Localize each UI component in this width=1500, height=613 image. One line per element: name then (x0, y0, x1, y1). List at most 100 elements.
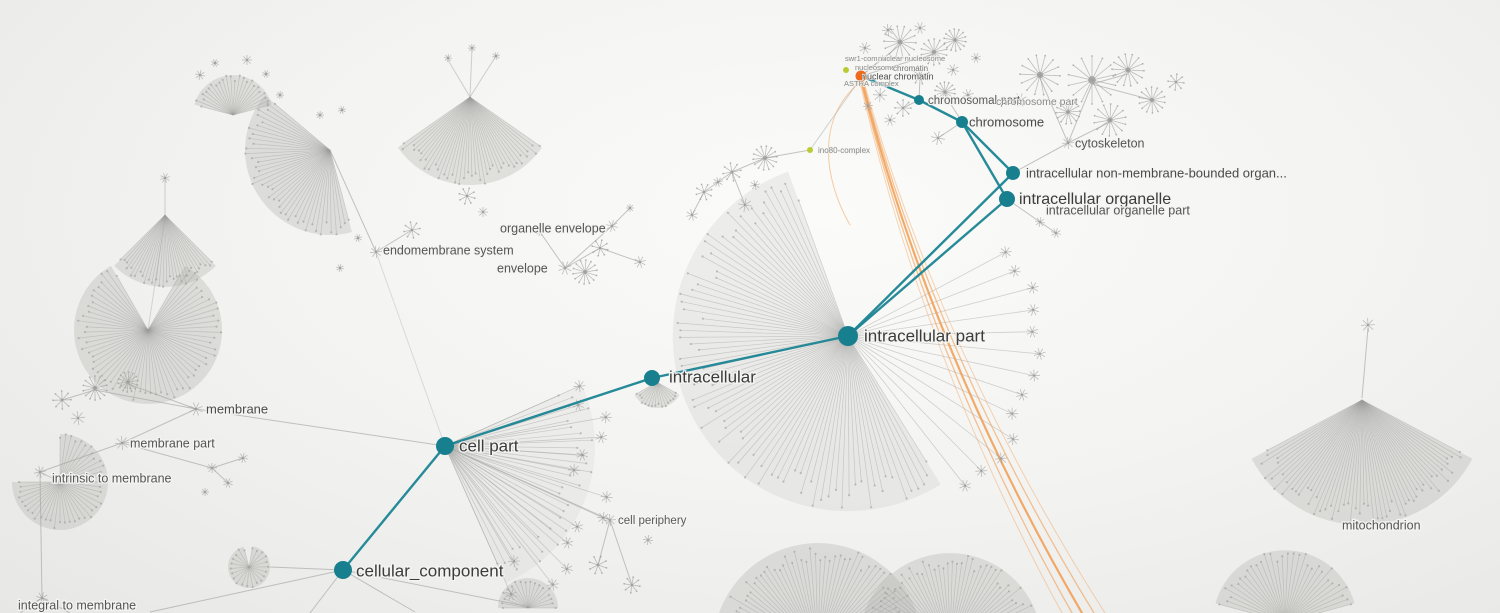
edge-layer (19, 44, 1369, 613)
burst-node (558, 261, 572, 275)
burst-node (642, 534, 654, 546)
burst-node (1138, 86, 1166, 114)
burst-node (1035, 217, 1045, 227)
burst-node (70, 410, 86, 426)
cluster-fan (228, 546, 271, 589)
burst-node (914, 22, 926, 34)
burst-node (947, 64, 959, 76)
burst-node (477, 206, 489, 218)
burst-node (1027, 304, 1040, 316)
burst-node (722, 162, 742, 182)
burst-node (603, 513, 617, 527)
label-nuclear-nucleosome: nuclear nucleosome (878, 54, 945, 63)
label-chromosomal-part: chromosomal part (928, 95, 1021, 107)
label-intracellular: intracellular (669, 367, 756, 386)
label-cell-part: cell part (459, 436, 519, 455)
burst-node (507, 555, 521, 568)
burst-node (600, 491, 613, 504)
burst-node (567, 464, 580, 477)
node-cellular-component[interactable] (334, 561, 352, 579)
label-intracellular-nmbo: intracellular non-membrane-bounded organ… (1026, 165, 1287, 180)
burst-node (1061, 136, 1075, 150)
burst-node (1167, 73, 1185, 91)
burst-node (195, 70, 205, 80)
label-cellular-component: cellular_component (356, 561, 504, 580)
burst-node (36, 592, 48, 604)
burst-node (597, 511, 610, 524)
cluster-fan (114, 214, 216, 288)
label-membrane-part: membrane part (130, 436, 215, 450)
burst-node (467, 43, 477, 53)
burst-node (443, 53, 453, 63)
burst-node (588, 555, 608, 575)
burst-node (211, 59, 219, 67)
burst-node (894, 99, 912, 117)
burst-node (315, 110, 325, 120)
node-chromosomal-part[interactable] (914, 95, 924, 105)
node-intracellular[interactable] (644, 370, 660, 386)
burst-node (1006, 407, 1019, 420)
burst-node (920, 38, 948, 66)
label-ino80-complex: ino80-complex (818, 146, 870, 155)
burst-node (573, 380, 586, 393)
burst-node (117, 371, 139, 393)
burst-node (931, 131, 945, 145)
burst-node (242, 55, 252, 65)
burst-node (713, 177, 723, 187)
label-intracellular-organelle-part: intracellular organelle part (1046, 203, 1190, 217)
burst-node (1360, 317, 1376, 333)
cluster-fan (863, 553, 1037, 613)
cluster-fan (719, 543, 917, 613)
burst-node (492, 52, 500, 60)
label-endomembrane-system: endomembrane system (383, 243, 514, 257)
burst-node (738, 198, 752, 212)
burst-node (82, 375, 108, 401)
cluster-fan (498, 578, 558, 610)
burst-node (369, 245, 383, 259)
burst-node (560, 562, 573, 575)
burst-node (561, 536, 574, 549)
burst-node (995, 452, 1008, 465)
burst-node (34, 466, 46, 478)
label-cytoskeleton: cytoskeleton (1075, 136, 1145, 150)
node-swr1-complex[interactable] (843, 67, 849, 73)
burst-node (599, 411, 612, 424)
burst-node (1093, 103, 1127, 137)
label-cell-periphery: cell periphery (618, 515, 687, 527)
node-intracellular-non-membrane-bounded-organelle[interactable] (1006, 166, 1020, 180)
node-cell-part[interactable] (436, 437, 454, 455)
node-ino80-complex[interactable] (807, 147, 813, 153)
label-integral-to-membrane: integral to membrane (18, 598, 136, 612)
burst-node (750, 180, 760, 190)
burst-node (160, 173, 170, 183)
burst-node (859, 42, 871, 54)
burst-node (458, 187, 476, 205)
burst-node (189, 402, 203, 416)
burst-node (934, 81, 956, 103)
node-chromosome[interactable] (956, 116, 968, 128)
burst-node (52, 390, 72, 410)
burst-node (883, 25, 917, 59)
label-membrane: membrane (206, 401, 268, 416)
burst-node (206, 462, 218, 474)
burst-node (623, 576, 641, 594)
burst-node (595, 431, 608, 444)
cluster-fan (1251, 399, 1473, 526)
burst-node (634, 256, 646, 268)
burst-node (336, 264, 344, 272)
burst-node (626, 204, 634, 212)
burst-node (114, 435, 130, 451)
burst-node (201, 488, 209, 496)
burst-node (1026, 281, 1039, 294)
node-nuclear-chromatin[interactable] (855, 70, 867, 82)
burst-node (571, 520, 584, 533)
burst-node (1007, 433, 1020, 446)
label-envelope: envelope (497, 261, 548, 275)
node-intracellular-part[interactable] (838, 326, 858, 346)
label-chromosome: chromosome (969, 114, 1044, 129)
burst-node (591, 239, 609, 257)
node-intracellular-organelle[interactable] (999, 191, 1015, 207)
burst-node (862, 100, 874, 112)
